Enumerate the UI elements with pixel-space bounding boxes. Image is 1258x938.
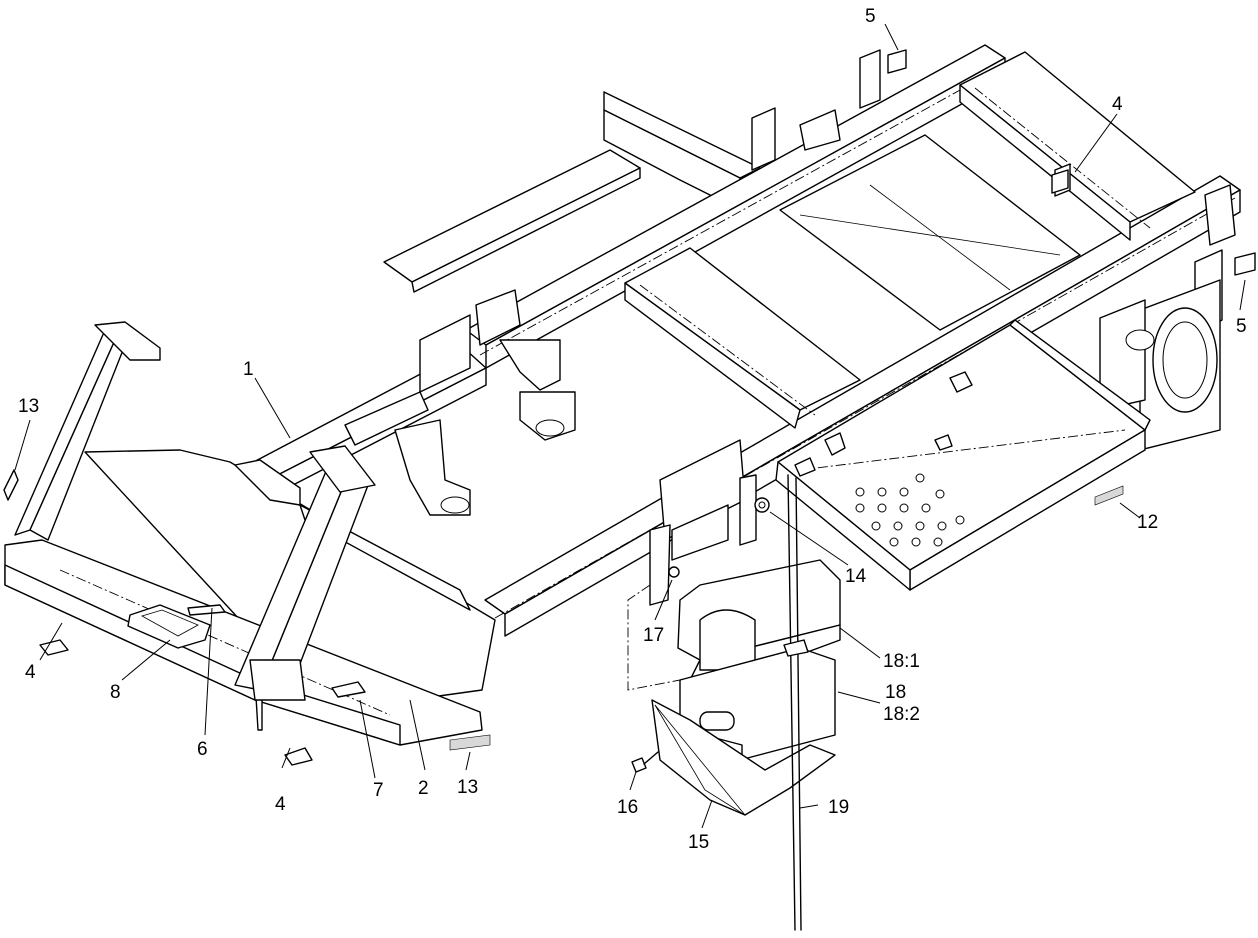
callout-labels: 1 2 4 4 4 5 5 6 7 8 12 13 13 14 15 16 17… <box>18 6 1247 853</box>
callout-12: 12 <box>1137 512 1158 533</box>
callout-16: 16 <box>617 797 638 818</box>
decals <box>3 49 1256 766</box>
callout-2: 2 <box>418 778 429 799</box>
callout-5-right: 5 <box>1236 316 1247 337</box>
callout-8: 8 <box>110 682 121 703</box>
callout-17: 17 <box>643 625 664 646</box>
callout-15: 15 <box>688 832 709 853</box>
callout-13-bottom: 13 <box>457 777 478 798</box>
callout-4-rear: 4 <box>1112 94 1123 115</box>
callout-1: 1 <box>243 359 254 380</box>
main-frame <box>247 44 1241 637</box>
callout-18-2: 18:2 <box>883 704 920 725</box>
callout-14: 14 <box>845 566 867 587</box>
leader-lines <box>14 23 1246 829</box>
callout-5-top: 5 <box>865 6 876 27</box>
callout-4-bottom: 4 <box>275 794 286 815</box>
callout-18: 18 <box>885 682 906 703</box>
platform-holes <box>855 473 965 547</box>
callout-13-left: 13 <box>18 396 39 417</box>
callout-7: 7 <box>373 780 384 801</box>
rops-arms <box>14 321 376 701</box>
callout-6: 6 <box>197 739 208 760</box>
callout-18-1: 18:1 <box>883 651 920 672</box>
callout-4-front: 4 <box>25 662 36 683</box>
battery-assembly <box>627 474 841 931</box>
callout-19: 19 <box>828 797 849 818</box>
